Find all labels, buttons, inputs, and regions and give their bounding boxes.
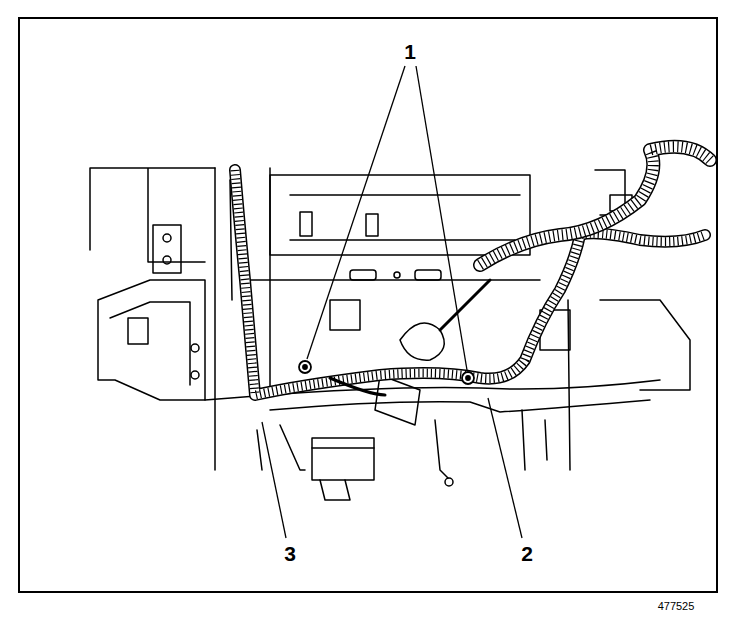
bracket-block <box>330 300 360 330</box>
harness-branch <box>330 378 385 395</box>
left-bracket <box>98 280 205 400</box>
harness-fastener-center <box>303 365 307 369</box>
branch-wire <box>280 425 305 470</box>
bolt <box>191 371 199 379</box>
leader-line <box>488 398 522 538</box>
slot <box>415 270 441 280</box>
bolt <box>163 256 171 264</box>
lower-beam-edge <box>270 400 650 412</box>
leader-line <box>307 66 405 359</box>
harness-ribs <box>480 147 710 265</box>
leader-line <box>262 422 286 538</box>
clip <box>366 214 378 236</box>
harness-fastener <box>299 361 311 373</box>
harness-tube-fill <box>480 147 710 265</box>
frame-border <box>19 18 717 592</box>
cross-member-edge <box>290 195 520 240</box>
mount-plate <box>153 225 181 273</box>
connector-housing <box>375 375 420 425</box>
right-bracket <box>600 300 690 390</box>
bolt <box>191 344 199 352</box>
harness-tube <box>480 147 710 265</box>
cross-member <box>270 175 530 255</box>
figure-number: 477525 <box>656 600 697 612</box>
clip <box>300 212 312 236</box>
harness-fastener-center <box>466 376 470 380</box>
pigtail-terminal <box>445 478 453 486</box>
relay-detail <box>312 448 374 500</box>
hole <box>394 272 400 278</box>
callout-number: 2 <box>519 542 535 565</box>
harness-fastener <box>462 372 474 384</box>
bracket-clip <box>128 318 148 344</box>
module <box>400 323 444 360</box>
callout-number: 3 <box>282 542 298 565</box>
pigtail-wire <box>435 420 448 478</box>
relay-block <box>312 438 374 480</box>
left-bracket-edge <box>110 302 190 385</box>
harness-branch <box>440 280 490 330</box>
bolt <box>163 234 171 242</box>
slot <box>350 270 376 280</box>
beam-line <box>250 279 540 281</box>
callout-number: 1 <box>402 40 418 63</box>
leader-line <box>416 66 467 370</box>
